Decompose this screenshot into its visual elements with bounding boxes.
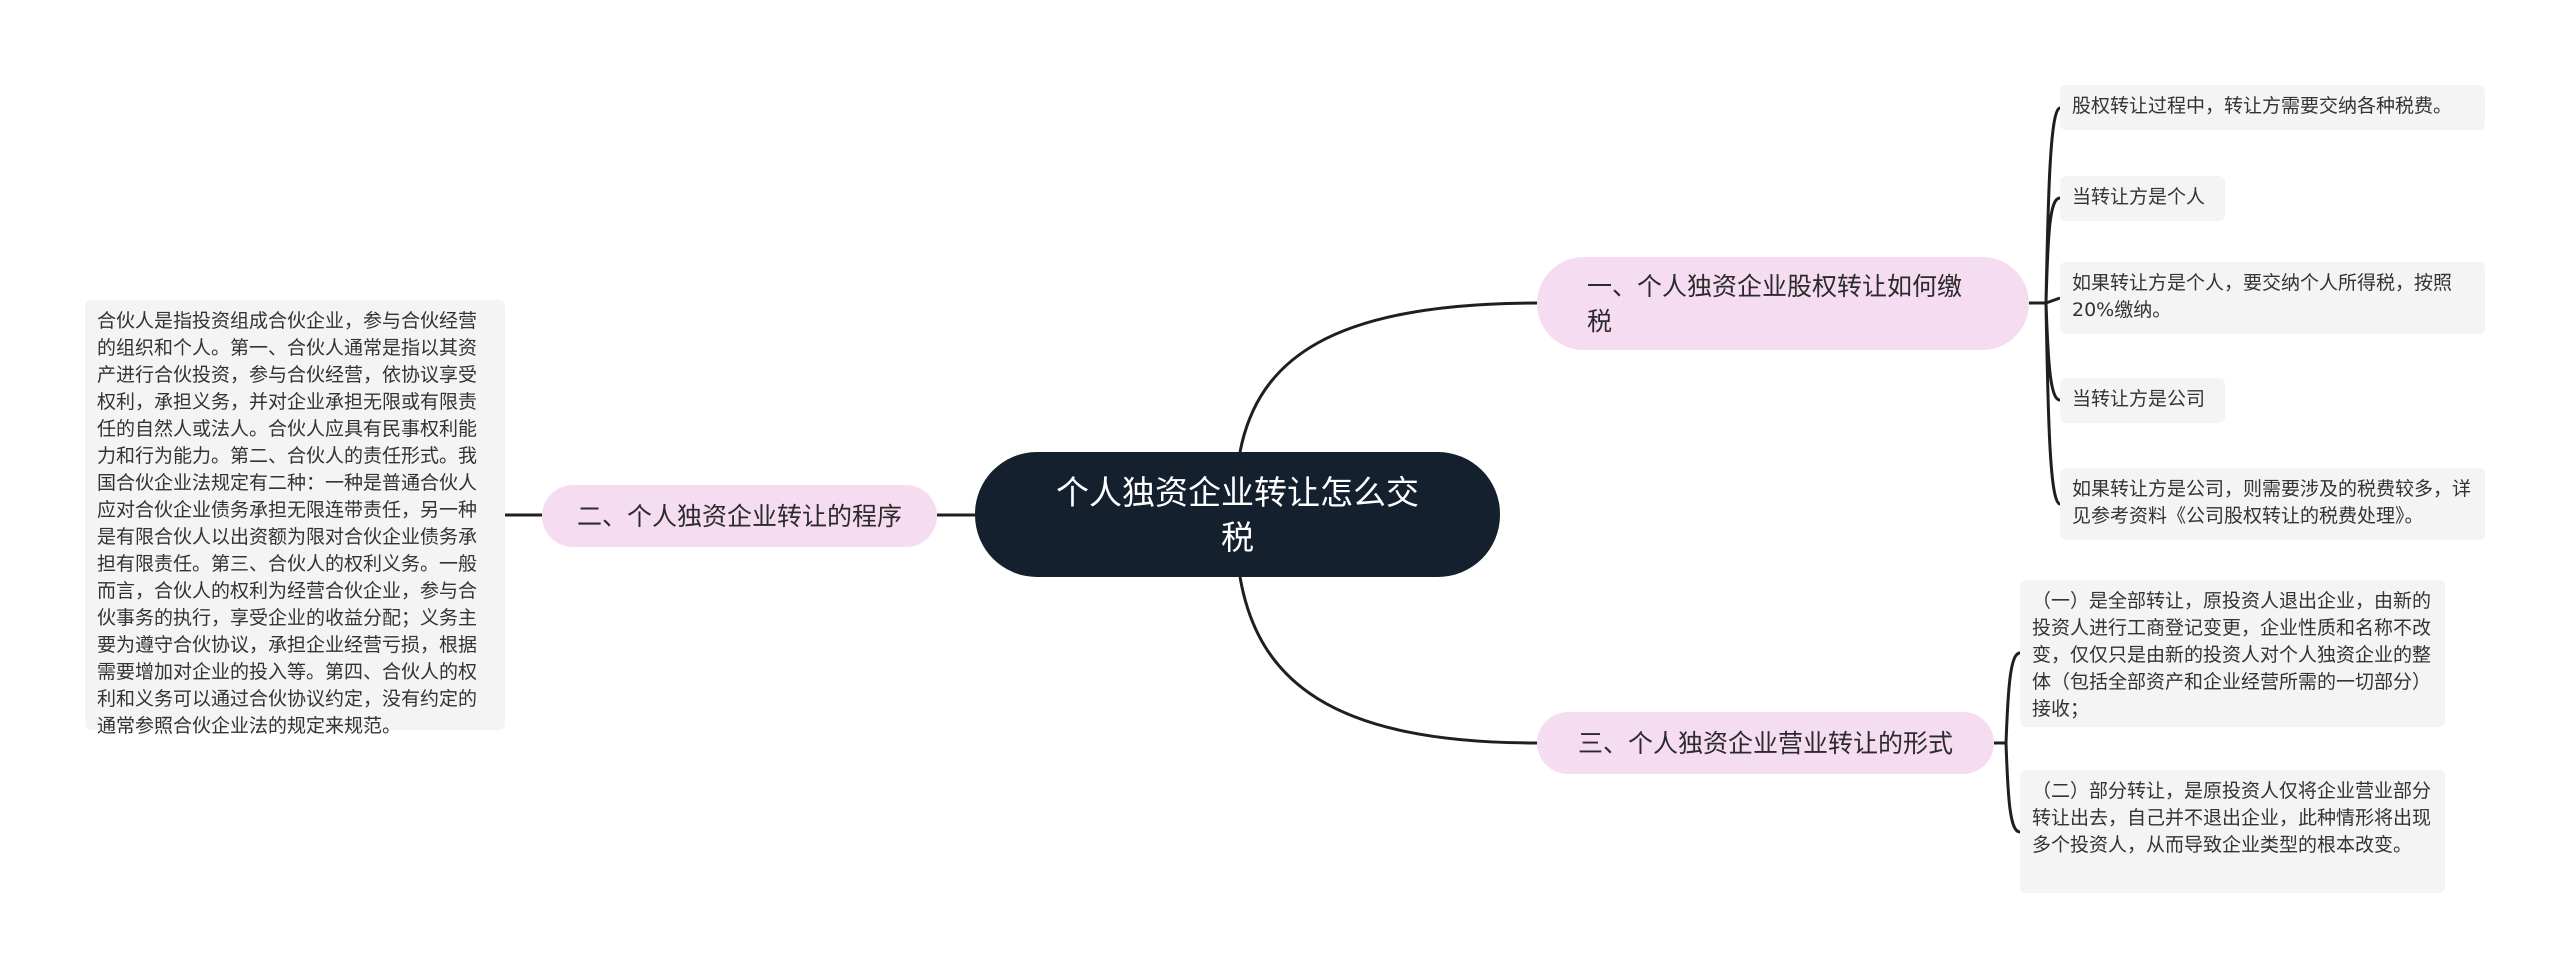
leaf-topic-text: 当转让方是个人 <box>2072 186 2206 208</box>
leaf-topic[interactable]: （一）是全部转让，原投资人退出企业，由新的投资人进行工商登记变更，企业性质和名称… <box>2020 580 2445 727</box>
leaf-topic[interactable]: 当转让方是公司 <box>2060 378 2225 423</box>
root-topic-label: 个人独资企业转让怎么交税 <box>1056 472 1419 557</box>
leaf-topic[interactable]: 如果转让方是公司，则需要涉及的税费较多，详见参考资料《公司股权转让的税费处理》。 <box>2060 468 2485 540</box>
leaf-topic[interactable]: 股权转让过程中，转让方需要交纳各种税费。 <box>2060 85 2485 130</box>
edge-root-branch1 <box>1238 301 1538 453</box>
leaf-topic-text: （二）部分转让，是原投资人仅将企业营业部分转让出去，自己并不退出企业，此种情形将… <box>2032 780 2432 856</box>
branch-topic-3[interactable]: 三、个人独资企业营业转让的形式 <box>1537 712 1994 774</box>
branch-topic-label: 一、个人独资企业股权转让如何缴税 <box>1587 271 1963 336</box>
root-topic[interactable]: 个人独资企业转让怎么交税 <box>975 452 1500 577</box>
leaf-topic[interactable]: 如果转让方是个人，要交纳个人所得税，按照20%缴纳。 <box>2060 262 2485 334</box>
leaf-topic[interactable]: 当转让方是个人 <box>2060 176 2225 221</box>
leaf-topic[interactable]: 合伙人是指投资组成合伙企业，参与合伙经营的组织和个人。第一、合伙人通常是指以其资… <box>85 300 505 737</box>
leaf-topic[interactable]: （二）部分转让，是原投资人仅将企业营业部分转让出去，自己并不退出企业，此种情形将… <box>2020 770 2445 893</box>
leaf-topic-text: 当转让方是公司 <box>2072 388 2206 410</box>
edge-root-branch3 <box>1238 576 1538 745</box>
leaf-topic-text: 股权转让过程中，转让方需要交纳各种税费。 <box>2072 95 2453 117</box>
leaf-topic-text: （一）是全部转让，原投资人退出企业，由新的投资人进行工商登记变更，企业性质和名称… <box>2032 590 2432 720</box>
branch-topic-2[interactable]: 二、个人独资企业转让的程序 <box>542 485 937 547</box>
edge-branch3-bracket <box>1994 651 2021 834</box>
edge-branch1-bracket <box>2029 106 2061 506</box>
leaf-topic-text: 如果转让方是公司，则需要涉及的税费较多，详见参考资料《公司股权转让的税费处理》。 <box>2072 478 2472 527</box>
branch-topic-label: 三、个人独资企业营业转让的形式 <box>1577 728 1953 758</box>
leaf-topic-text: 如果转让方是个人，要交纳个人所得税，按照20%缴纳。 <box>2072 272 2453 321</box>
leaf-topic-text: 合伙人是指投资组成合伙企业，参与合伙经营的组织和个人。第一、合伙人通常是指以其资… <box>97 310 478 737</box>
branch-topic-1[interactable]: 一、个人独资企业股权转让如何缴税 <box>1537 257 2029 350</box>
branch-topic-label: 二、个人独资企业转让的程序 <box>576 501 902 531</box>
